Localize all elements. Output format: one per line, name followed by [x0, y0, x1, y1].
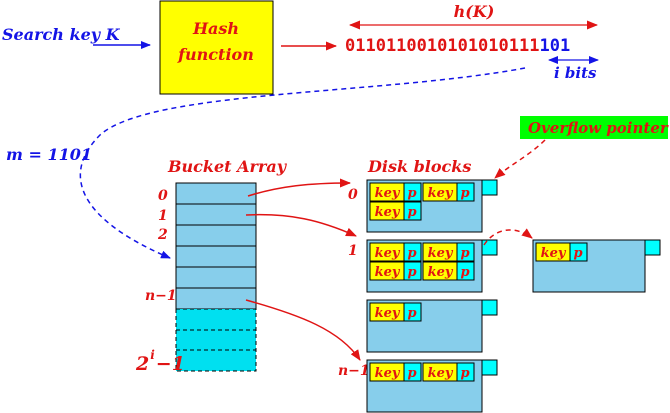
- bucket-index-0: 0: [158, 188, 168, 204]
- record-key-text: key: [375, 246, 401, 261]
- overflow-pointer-cell: [481, 299, 498, 316]
- hash-bit-string: 0110110010101010111101: [345, 36, 570, 56]
- record-pointer-text: p: [573, 246, 582, 261]
- overflow-pointer-cell: [481, 359, 498, 376]
- record-pointer-cell: [403, 362, 422, 382]
- record-key-text: key: [428, 246, 454, 261]
- block-index-0: 0: [348, 187, 358, 203]
- search-key-label: Search key K: [2, 25, 121, 44]
- hash-bits-suffix: 101: [539, 36, 570, 56]
- record-pointer-text: p: [460, 366, 469, 381]
- hash-function-box: [159, 0, 274, 95]
- bucket-1-to-block-1-arrow: [245, 213, 357, 237]
- overflow-pointer-cell: [644, 239, 661, 256]
- record-pointer-text: p: [460, 265, 469, 280]
- bucket-array: [175, 182, 257, 372]
- overflow-pointer-cell: [481, 179, 498, 196]
- bucket-0-to-block-0-arrow: [247, 178, 351, 197]
- bucket-n-minus-1-to-block-arrow: [245, 299, 361, 361]
- record-pointer-cell: [456, 362, 475, 382]
- record-pointer-cell: [403, 302, 422, 322]
- bucket-index-last: 2i−1: [135, 348, 185, 375]
- hash-function-label-line2: function: [177, 45, 254, 64]
- record-key-text: key: [375, 186, 401, 201]
- record-key-text: key: [428, 186, 454, 201]
- record-key-text: key: [428, 265, 454, 280]
- i-bits-label: i bits: [554, 64, 597, 82]
- record-pointer-text: p: [407, 306, 416, 321]
- record-pointer-text: p: [407, 366, 416, 381]
- hash-value-label: h(K): [454, 2, 495, 21]
- record-pointer-text: p: [407, 205, 416, 220]
- record-pointer-text: p: [407, 265, 416, 280]
- overflow-pointer-tag: [520, 116, 668, 139]
- record-pointer-cell: [456, 261, 475, 281]
- record-pointer-text: p: [407, 186, 416, 201]
- record-pointer-cell: [403, 201, 422, 221]
- hash-bits-prefix: 0110110010101010111: [345, 36, 539, 56]
- bucket-index-n-minus-1: n−1: [145, 288, 177, 304]
- record-key-text: key: [375, 205, 401, 220]
- block-index-1: 1: [348, 243, 358, 259]
- record-pointer-cell: [456, 182, 475, 202]
- bucket-array-spare: [175, 308, 257, 372]
- block-index-n-minus-1: n−1: [338, 363, 370, 379]
- record-pointer-cell: [403, 182, 422, 202]
- record-key-text: key: [541, 246, 567, 261]
- hash-function-label-line1: Hash: [192, 19, 239, 38]
- overflow-chain-arrow: [483, 228, 533, 246]
- record-pointer-text: p: [460, 246, 469, 261]
- record-pointer-cell: [403, 242, 422, 262]
- record-key-text: key: [375, 366, 401, 381]
- overflow-pointer-label: Overflow pointer: [528, 119, 669, 137]
- overflow-label-arrow: [494, 139, 546, 179]
- record-key-text: key: [375, 306, 401, 321]
- bucket-index-2: 2: [157, 227, 168, 243]
- record-pointer-cell: [456, 242, 475, 262]
- record-pointer-text: p: [460, 186, 469, 201]
- record-key-text: key: [428, 366, 454, 381]
- record-key-text: key: [375, 265, 401, 280]
- mask-label: m = 1101: [6, 145, 92, 164]
- overflow-pointer-cell: [481, 239, 498, 256]
- record-pointer-text: p: [407, 246, 416, 261]
- disk-blocks-title: Disk blocks: [367, 157, 471, 176]
- bucket-array-title: Bucket Array: [167, 157, 288, 176]
- mask-dashed-arrow: [79, 67, 526, 259]
- bucket-index-1: 1: [158, 208, 168, 224]
- record-pointer-cell: [403, 261, 422, 281]
- record-pointer-cell: [569, 242, 588, 262]
